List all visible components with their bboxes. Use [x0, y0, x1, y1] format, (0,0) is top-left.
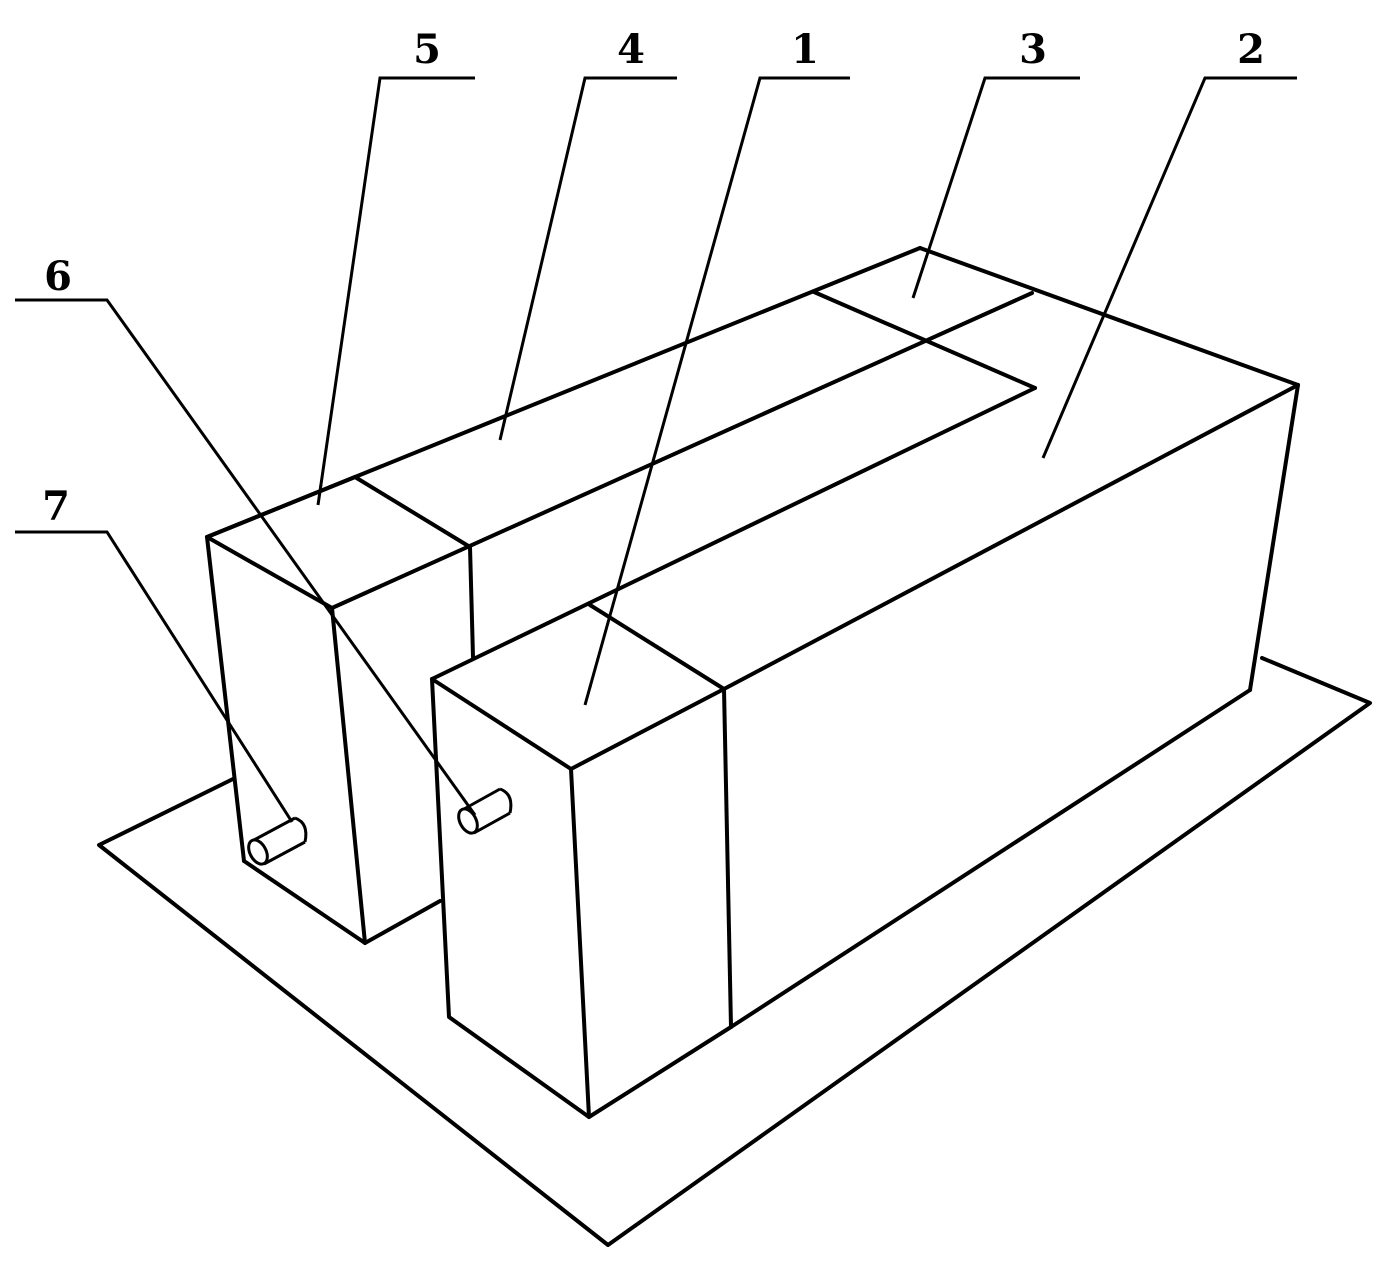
box-3	[812, 246, 1300, 390]
box-2	[430, 383, 1300, 1029]
label-2: 2	[1237, 26, 1265, 73]
leader-lines	[15, 76, 1297, 823]
label-6: 6	[44, 253, 72, 300]
box-4	[205, 246, 1034, 659]
label-1: 1	[791, 26, 819, 73]
box-5	[205, 475, 472, 945]
label-5: 5	[413, 26, 441, 73]
box-1	[430, 603, 733, 1119]
label-7: 7	[42, 483, 70, 530]
base-plate	[97, 656, 1372, 1247]
label-3: 3	[1019, 26, 1047, 73]
label-4: 4	[617, 26, 645, 73]
pipe-7	[247, 816, 308, 866]
